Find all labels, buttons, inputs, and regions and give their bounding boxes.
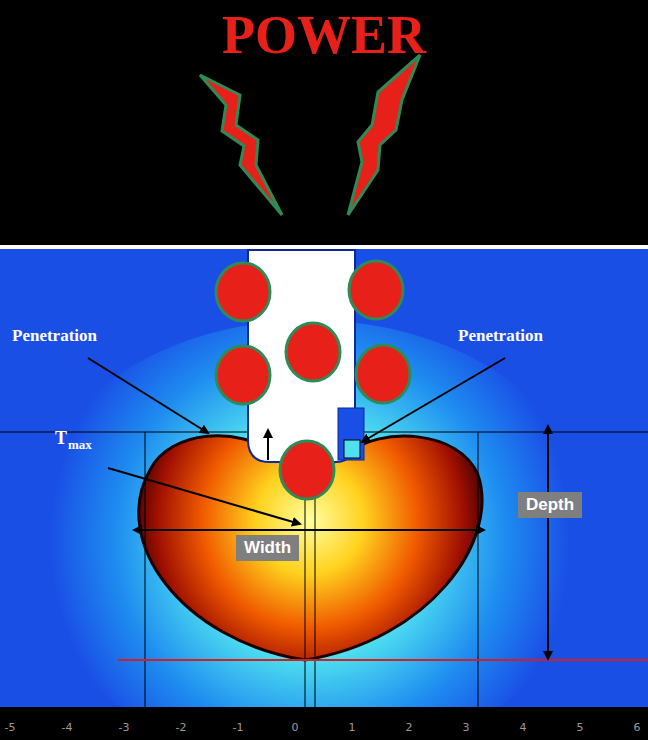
- particle: [216, 261, 410, 499]
- axis-tick: 1: [349, 721, 356, 734]
- axis-tick: 2: [406, 721, 413, 734]
- axis-tick: -1: [233, 721, 244, 734]
- heat-zone: [139, 436, 482, 660]
- axis-tick: 6: [634, 721, 641, 734]
- label-box: Depth: [518, 492, 582, 518]
- axis-tick: 3: [463, 721, 470, 734]
- axis-tick: 5: [577, 721, 584, 734]
- axis-tick: -4: [62, 721, 73, 734]
- lightning-bolt: [348, 55, 420, 215]
- axis-tick: -3: [119, 721, 130, 734]
- symbol-label: T: [55, 428, 67, 449]
- title: POWER: [0, 4, 648, 66]
- box-text: Depth: [526, 495, 574, 515]
- axis-tick: -5: [5, 721, 16, 734]
- label-box: Width: [236, 535, 299, 561]
- axis-tick: 4: [520, 721, 527, 734]
- symbol-label: max: [68, 437, 92, 453]
- callout-label: Penetration: [12, 326, 97, 346]
- axis-tick: 0: [292, 721, 299, 734]
- box-text: Width: [244, 538, 291, 558]
- callout-label: Penetration: [458, 326, 543, 346]
- axis-tick: -2: [176, 721, 187, 734]
- lightning-bolt: [200, 75, 282, 215]
